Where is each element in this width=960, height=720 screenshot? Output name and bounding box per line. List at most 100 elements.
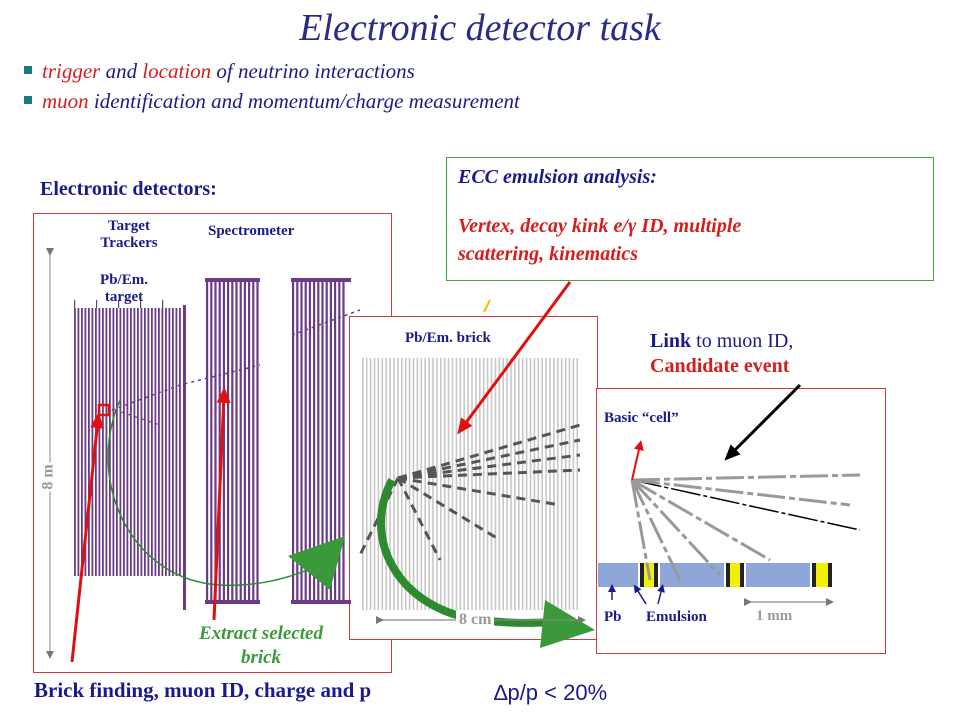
cell-strip-segment [640,563,644,587]
selected-brick-marker [97,403,111,417]
target-plate [172,308,174,576]
brick-plate [557,358,559,610]
brick-plate [518,358,520,610]
spectrometer-label: Spectrometer [208,223,295,239]
brick-plate [443,358,446,610]
spectrometer-plate [292,282,295,602]
spectrometer-plate [321,282,324,602]
brick-plate [506,358,508,610]
brick-plate [397,358,399,610]
bullet-marker [24,66,32,74]
brick-plate [440,358,442,610]
target-plate [154,308,157,576]
brick-plate [373,358,376,610]
brick-plate [455,358,458,610]
spectrometer-plate [214,282,217,602]
cell-event-tracks [630,440,861,581]
bullet-muon-id: muon identification and momentum/charge … [24,89,520,114]
cell-strip-segment [660,563,724,587]
brick-plate [498,358,501,610]
cell-strip-segment [816,563,828,587]
brick-plate [560,358,563,610]
spectrometer-plate [210,282,213,602]
pb-label: Pb [604,609,622,625]
basic-cell-label: Basic “cell” [604,410,679,426]
brick-plate [479,358,481,610]
detector-track [291,309,361,336]
brick-plate [525,358,528,610]
brick-plate [568,358,571,610]
brick-plate [365,358,368,610]
target-plate [91,308,94,576]
page-title: Electronic detector task [299,7,661,49]
spectrometer-plates [205,278,351,604]
target-wall [183,305,186,610]
brick-plate [412,358,415,610]
emulsion-label: Emulsion [646,609,707,625]
brick-plate [486,358,489,610]
target-plate [84,308,87,576]
spectrometer-plate [231,282,234,602]
momentum-resolution: ∆p/p < 20% [494,680,608,705]
detector-track [111,364,261,411]
target-plate [109,308,111,576]
target-plate [165,308,167,576]
brick-plate [424,358,426,610]
spectrometer-plate [256,282,259,602]
detector-track [114,409,161,426]
brick-plate [553,358,555,610]
target-tracker-plates [74,300,186,610]
brick-plate [564,358,567,610]
target-plate-tick [96,300,98,308]
emulsion-pointer-arrow [633,584,647,605]
ecc-analysis-arrow [457,281,572,435]
target-plate-tick [140,300,142,308]
target-plate [140,308,143,576]
brick-plates [362,358,579,610]
brick-plate [467,358,469,610]
target-plate [123,308,125,576]
brick-plate [404,358,407,610]
spectrometer-plate [325,282,328,602]
spectrometer-plate [304,282,307,602]
spectrometer-plate [222,282,225,602]
ecc-analysis-box: ECC emulsion analysis: Vertex, decay kin… [446,157,934,281]
target-plate [116,308,118,576]
spectrometer-plate [300,282,303,602]
emulsion-pointer-arrow [657,584,665,605]
target-plate [151,308,153,576]
spectrometer-plate [252,282,255,602]
spectrometer-top [205,278,260,282]
target-plate [126,308,129,576]
electronic-detectors-heading: Electronic detectors: [40,178,217,200]
target-plate [98,308,101,576]
spectrometer-plate [227,282,230,602]
ecc-heading: ECC emulsion analysis: [458,166,657,188]
cell-strip-segment [654,563,658,587]
target-trackers-label: Target Trackers [100,218,158,251]
cell-strip-segment [812,563,816,587]
target-plate [102,308,104,576]
cell-strip-segment [828,563,832,587]
height-label: 8 m [39,462,58,492]
cell-strip-segment [740,563,744,587]
brick-finding-arrow [70,412,105,663]
brick-plate [541,358,543,610]
brick-plate [463,358,465,610]
brick-width-label: 8 cm [456,611,495,629]
candidate-event-label: Candidate event [650,355,790,377]
target-plate-tick [118,300,120,308]
spectrometer-plate [218,282,221,602]
spectrometer-plate [338,282,341,602]
brick-plate [362,358,364,610]
spectrometer-plate [308,282,311,602]
spectrometer-plate [296,282,299,602]
cell-strip-segment [726,563,730,587]
target-plate [133,308,136,576]
brick-plate [482,358,485,610]
brick-plate [529,358,532,610]
brick-plate [420,358,423,610]
brick-plate [533,358,536,610]
scale-label: 1 mm [756,608,793,624]
target-plate [81,308,83,576]
